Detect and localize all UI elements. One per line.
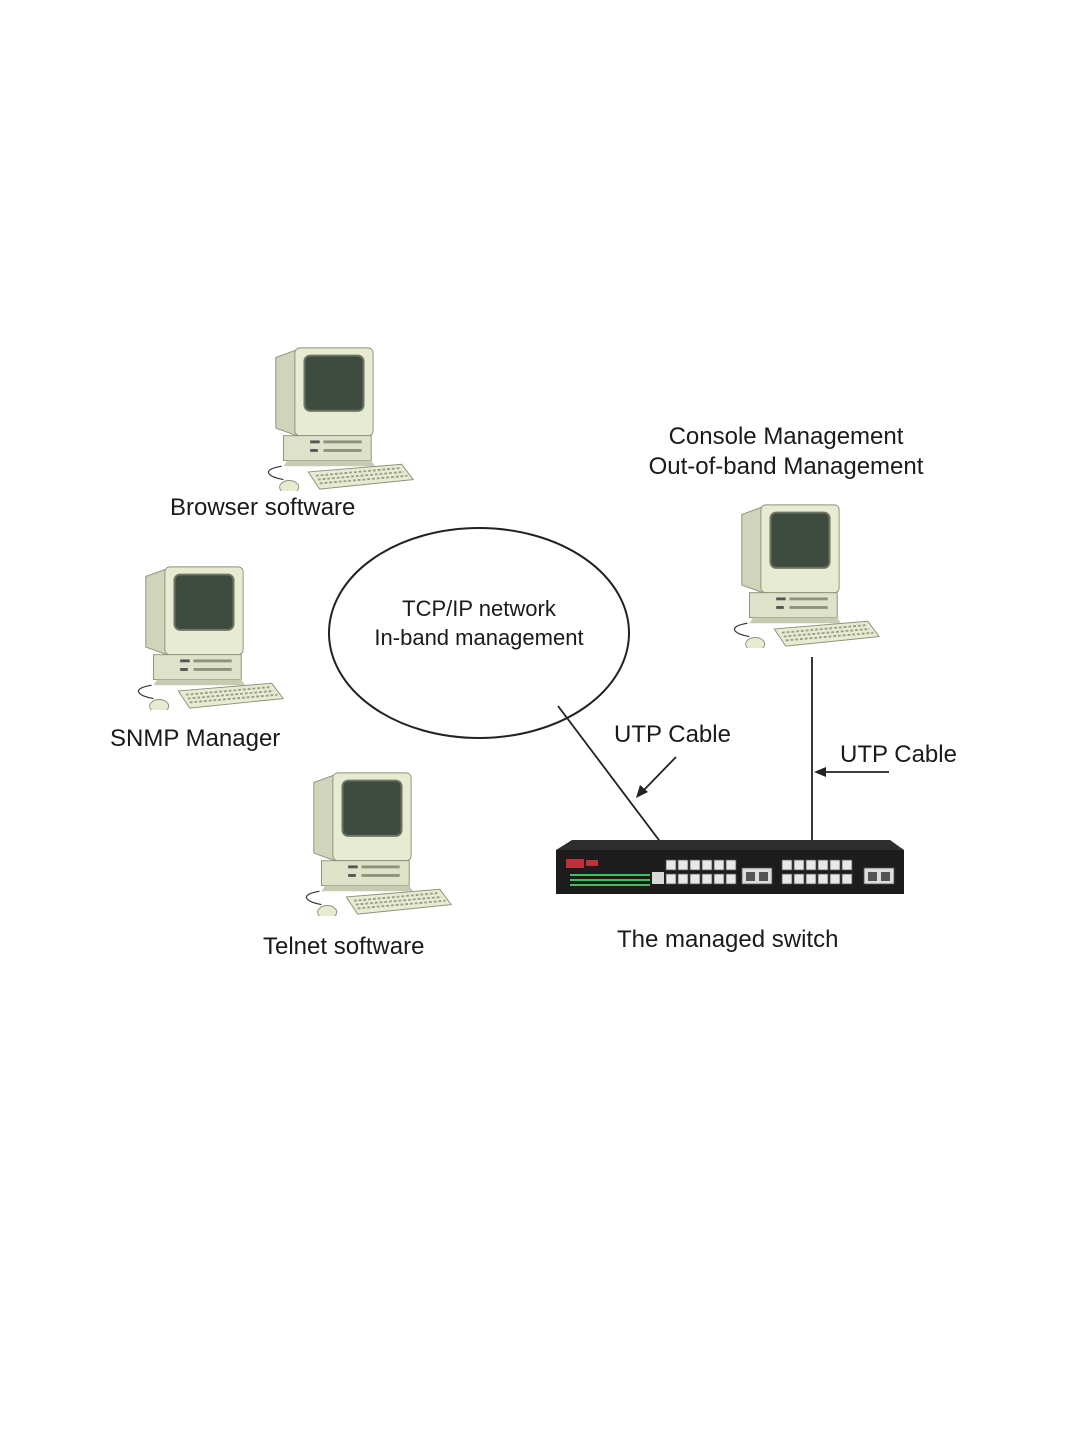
telnet-software-label: Telnet software bbox=[263, 932, 424, 962]
console-line1: Console Management bbox=[620, 422, 952, 452]
browser-computer-icon bbox=[262, 346, 427, 491]
managed-switch-label: The managed switch bbox=[617, 925, 838, 955]
browser-software-label: Browser software bbox=[170, 493, 355, 523]
console-cable-label: UTP Cable bbox=[840, 740, 957, 770]
network-switch-icon bbox=[556, 838, 904, 896]
telnet-computer-icon bbox=[300, 771, 465, 916]
inband-cable-label: UTP Cable bbox=[614, 720, 731, 750]
console-management-label: Console Management Out-of-band Managemen… bbox=[620, 422, 952, 482]
console-computer-icon bbox=[728, 503, 893, 648]
snmp-manager-label: SNMP Manager bbox=[110, 724, 280, 754]
network-label: TCP/IP network In-band management bbox=[345, 594, 613, 652]
snmp-computer-icon bbox=[132, 565, 297, 710]
console-line2: Out-of-band Management bbox=[620, 452, 952, 482]
network-line1: TCP/IP network bbox=[345, 594, 613, 623]
inband-cable-arrow bbox=[636, 757, 676, 798]
network-line2: In-band management bbox=[345, 623, 613, 652]
